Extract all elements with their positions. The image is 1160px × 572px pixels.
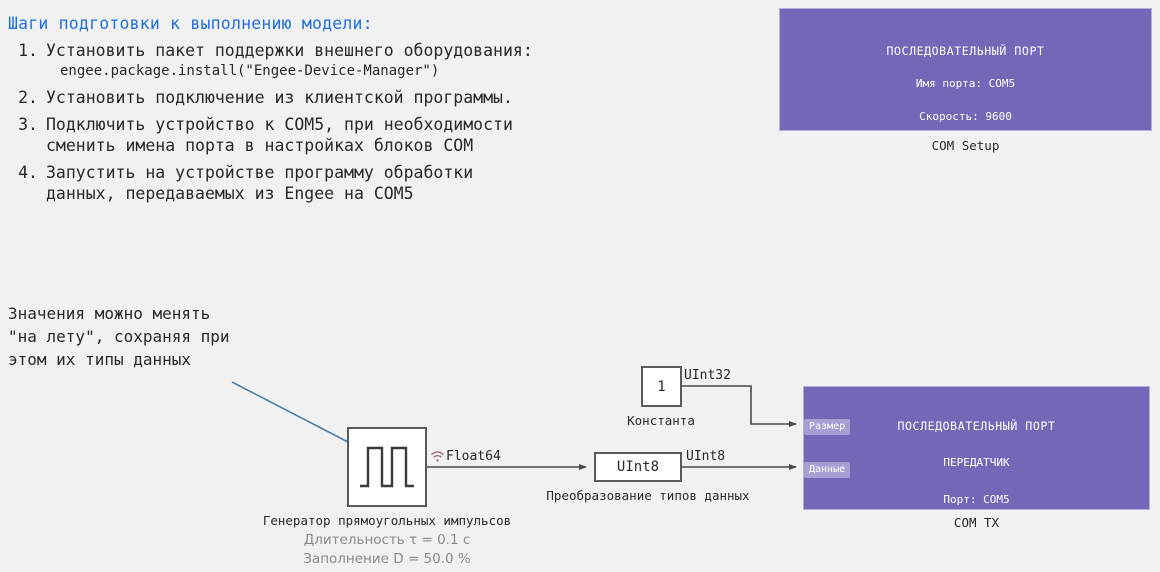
instruction-body: Установить пакет поддержки внешнего обор… — [46, 40, 658, 81]
instruction-code: engee.package.install("Engee-Device-Mana… — [60, 63, 440, 79]
port-label-size: Размер — [804, 419, 851, 435]
com-setup-caption: COM Setup — [931, 138, 1000, 153]
annotation-note: Значения можно менять "на лету", сохраня… — [8, 304, 230, 369]
wire-label-float64: Float64 — [446, 449, 501, 464]
instructions-title: Шаги подготовки к выполнению модели: — [8, 14, 373, 33]
instruction-text: Запустить на устройстве программу обрабо… — [46, 163, 474, 203]
instruction-text: Установить подключение из клиентской про… — [46, 88, 513, 107]
constant-block[interactable]: 1 — [641, 366, 682, 407]
instruction-number: 4. — [18, 163, 38, 182]
com-tx-title: ПОСЛЕДОВАТЕЛЬНЫЙ ПОРТ — [897, 419, 1056, 433]
instruction-item-1: 1. Установить пакет поддержки внешнего о… — [8, 40, 658, 81]
instruction-body: Установить подключение из клиентской про… — [46, 87, 658, 108]
pulse-generator-block[interactable] — [347, 427, 427, 507]
instruction-text: Установить пакет поддержки внешнего обор… — [46, 41, 533, 60]
port-label-data: Данные — [804, 462, 851, 478]
instruction-body: Запустить на устройстве программу обрабо… — [46, 162, 658, 204]
com-tx-block[interactable]: Размер Данные ПОСЛЕДОВАТЕЛЬНЫЙ ПОРТ ПЕРЕ… — [803, 386, 1150, 510]
wire-label-uint8: UInt8 — [686, 449, 726, 464]
conversion-caption: Преобразование типов данных — [546, 488, 750, 503]
instruction-number: 3. — [18, 115, 38, 134]
instruction-item-4: 4. Запустить на устройстве программу обр… — [8, 162, 658, 204]
com-tx-port: Порт: COM5 — [943, 493, 1010, 506]
com-setup-block[interactable]: ПОСЛЕДОВАТЕЛЬНЫЙ ПОРТ Имя порта: COM5 Ск… — [779, 8, 1152, 131]
com-setup-baud-rate: Скорость: 9600 — [919, 110, 1012, 123]
wire-label-uint32: UInt32 — [684, 368, 731, 383]
constant-caption: Константа — [627, 413, 695, 428]
instructions-panel: Шаги подготовки к выполнению модели: 1. … — [8, 14, 658, 204]
instruction-text: Подключить устройство к COM5, при необхо… — [46, 115, 513, 155]
data-type-conversion-block[interactable]: UInt8 — [594, 452, 682, 482]
pulse-generator-params: Длительность τ = 0.1 с Заполнение D = 50… — [303, 532, 471, 567]
square-wave-icon — [360, 446, 414, 488]
wireless-signal-icon — [430, 451, 445, 462]
constant-value: 1 — [657, 378, 666, 395]
instruction-item-3: 3. Подключить устройство к COM5, при нео… — [8, 114, 658, 156]
instruction-body: Подключить устройство к COM5, при необхо… — [46, 114, 658, 156]
com-tx-mode: ПЕРЕДАТЧИК — [943, 456, 1010, 469]
instruction-number: 2. — [18, 88, 38, 107]
instructions-list: 1. Установить пакет поддержки внешнего о… — [8, 40, 658, 204]
com-setup-port-name: Имя порта: COM5 — [915, 77, 1016, 90]
instruction-number: 1. — [18, 41, 38, 60]
conversion-value: UInt8 — [616, 459, 660, 475]
instruction-item-2: 2. Установить подключение из клиентской … — [8, 87, 658, 108]
pulse-generator-caption: Генератор прямоугольных импульсов — [262, 513, 512, 528]
com-setup-title: ПОСЛЕДОВАТЕЛЬНЫЙ ПОРТ — [886, 44, 1045, 58]
com-tx-caption: COM TX — [953, 515, 1000, 530]
